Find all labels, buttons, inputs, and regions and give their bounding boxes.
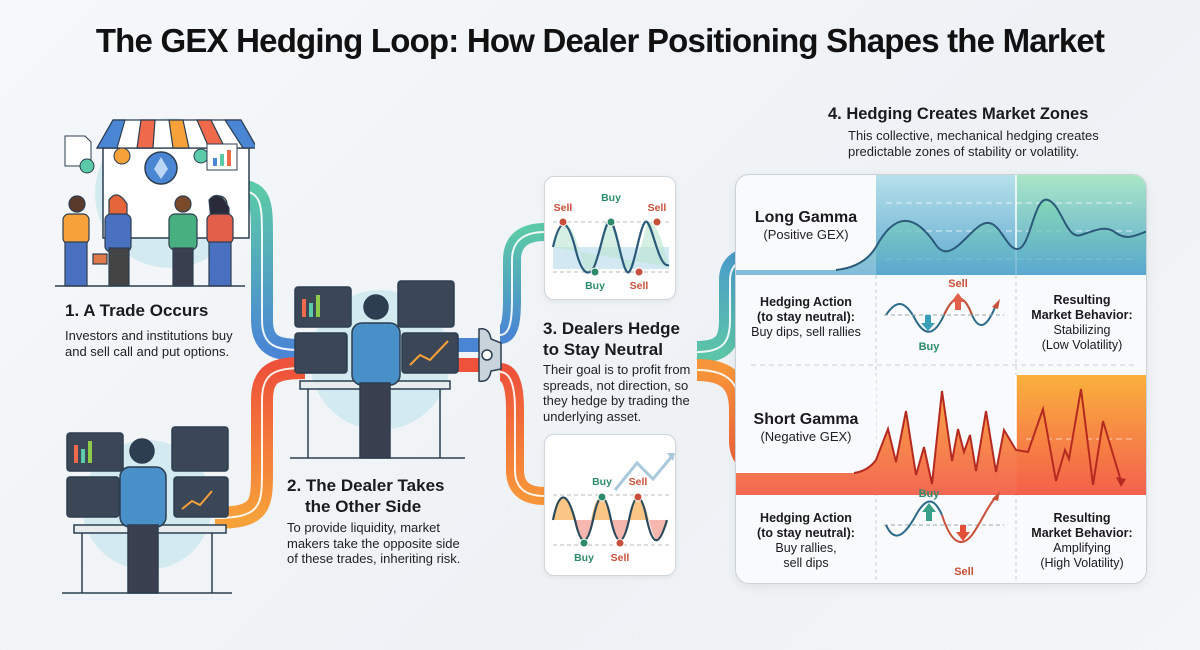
traders-illustration — [55, 108, 259, 288]
trading-desk-icon — [290, 280, 465, 459]
step-3-line-2: spreads, not direction, so — [543, 377, 689, 393]
short-result-heading-1: Resulting — [1053, 511, 1111, 525]
short-result-body-2: (High Volatility) — [1040, 556, 1124, 570]
trading-desk-icon — [62, 426, 232, 594]
market-stall-icon — [55, 118, 259, 287]
dealer-desk-illustration-center — [290, 275, 465, 460]
short-hedging-action: Hedging Action (to stay neutral): Buy ra… — [736, 511, 876, 571]
step-2-heading: 2. The Dealer Takes the Other Side — [287, 475, 445, 517]
long-gamma-title: Long Gamma — [754, 209, 858, 226]
sine-hedge-chart: Sell Buy Sell Buy Sell — [551, 192, 670, 292]
mini-chart-stabilizing: Sell Buy Sell Buy Sell — [544, 176, 676, 300]
mini-top-label-sell-2: Sell — [648, 202, 667, 214]
mini2-bottom-label-sell: Sell — [611, 552, 630, 564]
mini-bottom-label-buy: Buy — [585, 280, 605, 292]
step-3-heading-line-2: to Stay Neutral — [543, 340, 663, 359]
step-1-description: Investors and institutions buy and sell … — [65, 328, 275, 359]
step-3-heading: 3. Dealers Hedge to Stay Neutral — [543, 318, 680, 360]
mini-top-label-buy: Buy — [601, 192, 621, 204]
short-gamma-label: Short Gamma (Negative GEX) — [736, 411, 876, 444]
short-gamma-title: Short Gamma — [753, 411, 859, 428]
short-result-heading-2: Market Behavior: — [1031, 526, 1133, 540]
dealer-desk-illustration-left — [62, 415, 232, 595]
step-3-description: Their goal is to profit from spreads, no… — [543, 362, 703, 424]
long-gamma-subtitle: (Positive GEX) — [763, 227, 849, 242]
long-diagram-sell-label: Sell — [948, 278, 968, 290]
step-1-line-1: Investors and institutions buy — [65, 328, 233, 343]
short-action-heading-2: (to stay neutral): — [757, 526, 855, 540]
step-2-heading-line-1: 2. The Dealer Takes — [287, 476, 445, 495]
valve-icon — [478, 327, 502, 383]
long-hedging-action: Hedging Action (to stay neutral): Buy di… — [736, 295, 876, 340]
short-action-body-2: sell dips — [783, 556, 829, 570]
long-result-heading-2: Market Behavior: — [1031, 308, 1133, 322]
step-2-line-1: To provide liquidity, market — [287, 520, 440, 535]
step-4-line-2: predictable zones of stability or volati… — [848, 143, 1079, 159]
mini-chart-amplifying: Buy Sell Buy Sell — [544, 434, 676, 576]
page-title: The GEX Hedging Loop: How Dealer Positio… — [95, 22, 1105, 59]
mini2-bottom-label-buy: Buy — [574, 552, 594, 564]
long-result-body-1: Stabilizing — [1053, 323, 1111, 337]
short-diagram-sell-label: Sell — [954, 566, 974, 578]
step-1-line-2: and sell call and put options. — [65, 343, 230, 359]
mini-top-label-sell-1: Sell — [554, 202, 573, 214]
short-market-behavior: Resulting Market Behavior: Amplifying (H… — [1016, 511, 1146, 571]
sine-hedge-chart-trend: Buy Sell Buy Sell — [551, 453, 675, 564]
zones-graphic: Sell Buy Buy Sell — [736, 175, 1146, 583]
step-2-description: To provide liquidity, market makers take… — [287, 520, 487, 567]
step-4-description: This collective, mechanical hedging crea… — [848, 128, 1128, 159]
mini2-top-label-buy: Buy — [592, 476, 612, 488]
step-2-heading-line-2: the Other Side — [305, 497, 422, 516]
short-action-body-1: Buy rallies, — [775, 541, 837, 555]
long-market-behavior: Resulting Market Behavior: Stabilizing (… — [1016, 293, 1146, 353]
step-3-line-1: Their goal is to profit from — [543, 362, 691, 377]
long-diagram-buy-label: Buy — [919, 341, 941, 353]
short-result-body-1: Amplifying — [1053, 541, 1111, 555]
step-1-heading: 1. A Trade Occurs — [65, 301, 209, 320]
short-action-heading-1: Hedging Action — [760, 511, 852, 525]
step-2-line-3: of these trades, inheriting risk. — [287, 551, 461, 566]
mini2-top-label-sell: Sell — [629, 476, 648, 488]
step-2-line-2: makers take the opposite side — [287, 535, 460, 551]
long-gamma-label: Long Gamma (Positive GEX) — [736, 209, 876, 242]
short-gamma-subtitle: (Negative GEX) — [760, 429, 852, 444]
long-action-heading-2: (to stay neutral): — [757, 310, 855, 324]
step-4-heading: 4. Hedging Creates Market Zones — [828, 105, 1089, 123]
long-action-heading-1: Hedging Action — [760, 295, 852, 309]
mini-bottom-label-sell: Sell — [630, 280, 649, 292]
short-diagram-buy-label: Buy — [919, 488, 941, 500]
step-3-line-4: underlying asset. — [543, 408, 642, 424]
step-3-line-3: they hedge by trading the — [543, 393, 690, 408]
step-4-line-1: This collective, mechanical hedging crea… — [848, 128, 1099, 143]
long-result-heading-1: Resulting — [1053, 293, 1111, 307]
market-zones-panel: Sell Buy Buy Sell Long Gamma (Positive G… — [735, 174, 1147, 584]
long-action-body: Buy dips, sell rallies — [751, 325, 861, 339]
step-3-heading-line-1: 3. Dealers Hedge — [543, 319, 681, 338]
long-result-body-2: (Low Volatility) — [1041, 338, 1123, 352]
